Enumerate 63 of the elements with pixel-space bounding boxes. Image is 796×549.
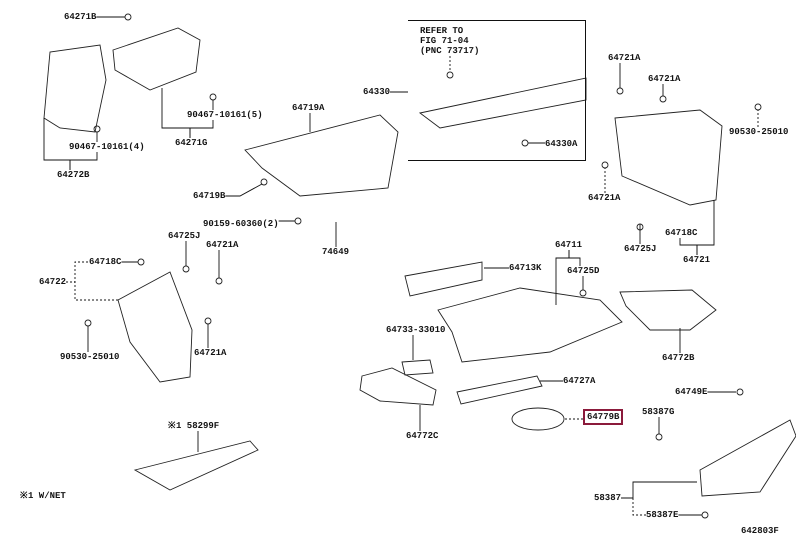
part-number: 64721A bbox=[194, 348, 226, 358]
part-number: 58387 bbox=[594, 493, 622, 503]
part-number: 64271G bbox=[175, 138, 208, 148]
leader-line bbox=[564, 418, 584, 420]
leader-line bbox=[620, 498, 646, 516]
leader-line bbox=[662, 84, 664, 96]
part-number: 64719B bbox=[193, 191, 226, 201]
part-number: 64721A bbox=[206, 240, 238, 250]
part-number: 64718C bbox=[665, 228, 698, 238]
part-number: 64727A bbox=[563, 376, 596, 386]
part-number: 64772B bbox=[662, 353, 694, 363]
leader-line bbox=[696, 200, 714, 256]
leader-line bbox=[582, 276, 584, 290]
reference-note: REFER TO FIG 71-04 (PNC 73717) bbox=[420, 26, 482, 56]
part-number: 64721A bbox=[648, 74, 680, 84]
leader-line bbox=[70, 152, 98, 170]
part-number: 64725J bbox=[168, 231, 200, 241]
part-number: 64718C bbox=[89, 257, 122, 267]
part-number: 58387G bbox=[642, 407, 674, 417]
part-number: 64733-33010 bbox=[386, 325, 446, 335]
leader-line bbox=[212, 100, 214, 110]
leader-line bbox=[528, 142, 546, 144]
part-number: 64721 bbox=[683, 255, 710, 265]
leader-line bbox=[224, 184, 262, 196]
part-number: 64722 bbox=[39, 277, 66, 287]
leader-line bbox=[278, 220, 296, 222]
part-number: 64271B bbox=[64, 12, 96, 22]
part-number: 64772C bbox=[406, 431, 438, 441]
part-number: 64330A bbox=[545, 139, 578, 149]
leader-line bbox=[96, 132, 98, 142]
highlighted-part-number: 64779B bbox=[583, 409, 624, 425]
part-number: 64711 bbox=[555, 240, 582, 250]
leader-line bbox=[412, 334, 414, 360]
part-number: 64713K bbox=[509, 263, 542, 273]
leader-line bbox=[678, 514, 702, 516]
reference-frame bbox=[408, 20, 586, 161]
leader-line bbox=[218, 250, 220, 278]
part-number: 90530-25010 bbox=[729, 127, 788, 137]
part-number: 64272B bbox=[57, 170, 90, 180]
leader-line bbox=[96, 16, 126, 18]
leader-line bbox=[604, 168, 606, 194]
part-number: 90530-25010 bbox=[60, 352, 120, 362]
part-number: 58387E bbox=[646, 510, 678, 520]
footnote: ※1 W/NET bbox=[20, 491, 66, 501]
part-number: 64721A bbox=[588, 193, 620, 203]
leader-line bbox=[568, 250, 580, 266]
part-number: 90467-10161(4) bbox=[69, 142, 145, 152]
leader-line bbox=[190, 120, 214, 138]
part-number: 64721A bbox=[608, 53, 640, 63]
part-number: ※1 58299F bbox=[168, 421, 220, 431]
leader-line bbox=[66, 282, 118, 300]
part-number: 64719A bbox=[292, 103, 324, 113]
part-number: 90159-60360(2) bbox=[203, 219, 279, 229]
part-number: 64749E bbox=[675, 387, 708, 397]
part-number: 64330 bbox=[363, 87, 390, 97]
figure-code: 642803F bbox=[741, 526, 779, 536]
leader-line bbox=[620, 482, 698, 498]
part-number: 64725D bbox=[567, 266, 600, 276]
part-number: 90467-10161(5) bbox=[187, 110, 263, 120]
leader-line bbox=[540, 380, 564, 382]
part-number: 74649 bbox=[322, 247, 350, 257]
part-number: 64725J bbox=[624, 244, 656, 254]
leader-line bbox=[658, 416, 660, 434]
